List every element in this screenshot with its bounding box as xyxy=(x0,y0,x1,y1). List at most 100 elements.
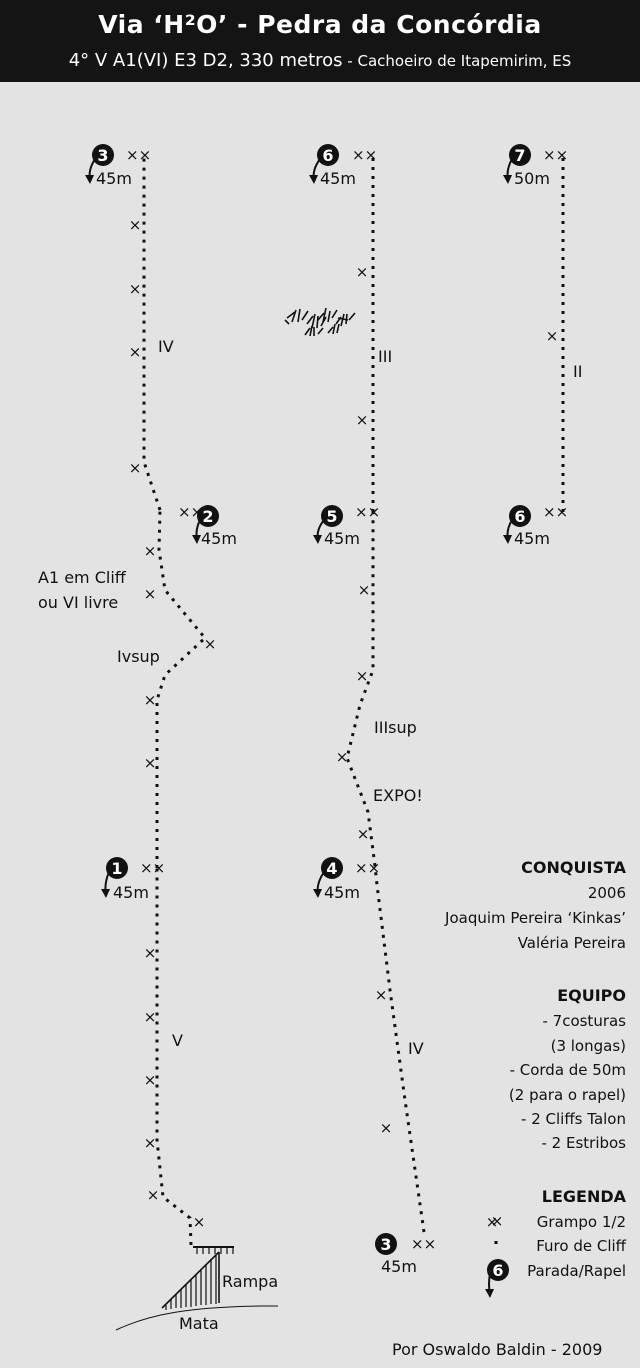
bolt-icon: × xyxy=(358,581,371,599)
bolt-icon: × xyxy=(147,1186,160,1204)
anchor-icon: 7 xyxy=(503,144,531,184)
bolt-icon: × xyxy=(129,280,142,298)
bolt-icon: × xyxy=(546,327,559,345)
cliff-note-alt: ou VI livre xyxy=(38,593,119,612)
anchor-bolts: ×× xyxy=(140,859,165,877)
anchor-bolts: ×× xyxy=(411,1235,436,1253)
equipo-item-2: (3 longas) xyxy=(550,1037,626,1055)
anchor-icon: 3 xyxy=(375,1233,397,1255)
anchor-bolts: ×× xyxy=(126,146,151,164)
header-bar: Via ‘H²O’ - Pedra da Concórdia 4° V A1(V… xyxy=(0,0,640,82)
mata-label: Mata xyxy=(179,1314,219,1333)
anchor-distance: 50m xyxy=(514,169,550,188)
anchor-distance: 45m xyxy=(201,529,237,548)
legend-anchor-label: Parada/Rapel xyxy=(527,1262,626,1280)
bolt-icon: × xyxy=(144,542,157,560)
bolt-icon: × xyxy=(129,343,142,361)
station-number: 7 xyxy=(514,146,525,165)
grade-pitch-7: II xyxy=(573,362,583,381)
legend-bolt-label: Grampo 1/2 xyxy=(536,1213,626,1231)
anchor-distance: 45m xyxy=(320,169,356,188)
grade-pitch-5: IIIsup xyxy=(374,718,417,737)
route-line-pitch-1 xyxy=(155,868,193,1246)
grade-pitch-2: Ivsup xyxy=(117,647,160,666)
legend-cliff-label: Furo de Cliff xyxy=(536,1237,626,1255)
conquista-heading: CONQUISTA xyxy=(521,858,626,877)
equipo-item-1: - 7costuras xyxy=(542,1012,626,1030)
bolt-icon: × xyxy=(144,585,157,603)
bolt-icon: × xyxy=(144,691,157,709)
legend-anchor-icon: 6 xyxy=(485,1259,509,1298)
bolt-icon: × xyxy=(144,754,157,772)
legend-bolt-icon: × xyxy=(486,1213,499,1231)
station-number: 3 xyxy=(97,146,108,165)
bolt-icon: × xyxy=(144,1071,157,1089)
bolt-icon: × xyxy=(336,748,349,766)
station-number: 6 xyxy=(514,507,525,526)
route-topo-diagram: ××××××××××××××××××××××××× 1××45m2××45m3×… xyxy=(85,144,568,1331)
bolt-icon: × xyxy=(144,1134,157,1152)
bolt-icon: × xyxy=(129,459,142,477)
bolt-icon: × xyxy=(193,1213,206,1231)
anchor-bolts: ×× xyxy=(178,503,203,521)
grade-pitch-3: IV xyxy=(158,337,174,356)
route-location: - Cachoeiro de Itapemirim, ES xyxy=(342,52,572,70)
legenda-heading: LEGENDA xyxy=(541,1187,626,1206)
conquista-author-1: Joaquim Pereira ‘Kinkas’ xyxy=(445,909,626,927)
anchor-distance: 45m xyxy=(324,883,360,902)
grade-pitch-1: V xyxy=(172,1031,183,1050)
route-line-pitch-2 xyxy=(155,509,208,868)
equipo-item-3: - Corda de 50m xyxy=(509,1061,626,1079)
anchor-distance: 45m xyxy=(324,529,360,548)
expo-label: EXPO! xyxy=(373,786,423,805)
equipo-heading: EQUIPO xyxy=(557,986,626,1005)
rampa-label: Rampa xyxy=(222,1272,279,1291)
grade-pitch-4: IV xyxy=(408,1039,424,1058)
base-ramp xyxy=(115,1246,278,1331)
anchor-distance: 45m xyxy=(96,169,132,188)
bolt-icon: × xyxy=(144,944,157,962)
station-number: 5 xyxy=(326,507,337,526)
station-number: 2 xyxy=(202,507,213,526)
grade-pitch-6: III xyxy=(378,347,393,366)
anchor-icon: 3 xyxy=(85,144,114,184)
bolt-icon: × xyxy=(356,263,369,281)
route-subtitle: 4° V A1(VI) E3 D2, 330 metros - Cachoeir… xyxy=(0,50,640,71)
equipo-item-6: - 2 Estribos xyxy=(541,1134,626,1152)
bolt-icon: × xyxy=(356,667,369,685)
station-number: 3 xyxy=(380,1235,391,1254)
bolt-icon: × xyxy=(204,635,217,653)
station-number: 6 xyxy=(492,1261,503,1280)
anchor-icon: 6 xyxy=(503,505,531,544)
anchor-icon: 6 xyxy=(309,144,339,184)
cliff-note: A1 em Cliff xyxy=(38,568,126,587)
conquista-author-2: Valéria Pereira xyxy=(517,934,626,952)
bolt-icon: × xyxy=(144,1008,157,1026)
anchor-icon: 2 xyxy=(192,505,219,544)
equipo-item-4: (2 para o rapel) xyxy=(508,1086,626,1104)
equipo-item-5: - 2 Cliffs Talon xyxy=(521,1110,626,1128)
anchor-bolts: ×× xyxy=(352,146,377,164)
bolt-icon: × xyxy=(357,825,370,843)
anchor-icon: 5 xyxy=(313,505,343,544)
anchor-distance: 45m xyxy=(381,1257,417,1276)
station-number: 6 xyxy=(322,146,333,165)
bolt-icon: × xyxy=(491,1212,504,1230)
bolt-icon: × xyxy=(375,986,388,1004)
bolt-icon: × xyxy=(129,216,142,234)
bolt-icon: × xyxy=(380,1119,393,1137)
route-grade: 4° V A1(VI) E3 D2, 330 metros xyxy=(68,50,343,71)
anchor-distance: 45m xyxy=(113,883,149,902)
route-title: Via ‘H²O’ - Pedra da Concórdia xyxy=(98,10,542,39)
anchor-bolts: ×× xyxy=(543,146,568,164)
route-line-pitch-5 xyxy=(345,512,377,867)
bolt-icon: × xyxy=(356,411,369,429)
credit: Por Oswaldo Baldin - 2009 xyxy=(392,1340,603,1359)
station-number: 1 xyxy=(111,859,122,878)
anchor-bolts: ×× xyxy=(355,859,380,877)
anchor-icon: 4 xyxy=(313,857,343,898)
station-number: 4 xyxy=(326,859,337,878)
anchor-distance: 45m xyxy=(514,529,550,548)
route-line-pitch-3 xyxy=(142,155,162,511)
